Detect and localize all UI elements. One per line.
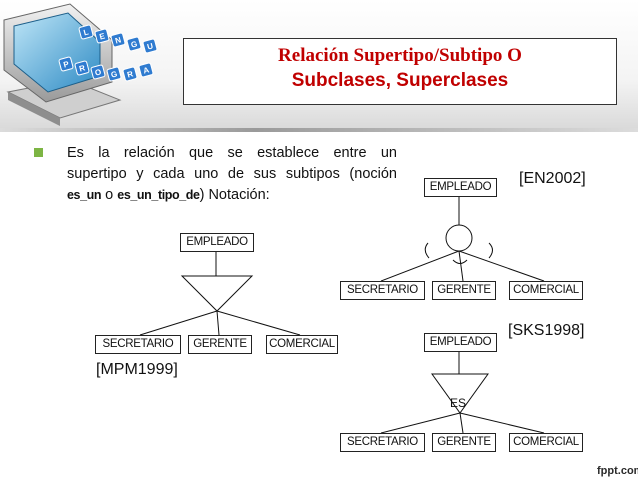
logo-letter: R	[78, 63, 86, 73]
logo-letter: N	[114, 35, 122, 45]
bullet-icon	[34, 148, 43, 157]
en-supertype-box: EMPLEADO	[424, 178, 497, 197]
ref-en2002: [EN2002]	[519, 170, 586, 187]
body-text-line-1: Es la relación que se establece entre un	[67, 145, 397, 161]
logo-letter: G	[110, 69, 118, 79]
mpm-subtype-box: GERENTE	[188, 335, 252, 354]
logo-letter: E	[98, 31, 106, 41]
ref-sks1998: [SKS1998]	[508, 322, 585, 339]
sks-subtype-box: COMERCIAL	[509, 433, 583, 452]
title-line-2: Subclases, Superclases	[291, 70, 509, 91]
es-label: ES	[450, 396, 467, 410]
logo-letter-tiles	[58, 24, 158, 82]
logo-letter: U	[146, 41, 154, 51]
footer-brand: fppt.com	[597, 465, 638, 477]
logo-letter: L	[83, 27, 90, 37]
term-es-un: es_un	[67, 188, 102, 202]
mpm-subtype-box: COMERCIAL	[266, 335, 338, 354]
mpm-supertype-box: EMPLEADO	[180, 233, 254, 252]
body-text-line-3: es_un o es_un_tipo_de) Notación:	[67, 187, 270, 203]
en-subtype-box: COMERCIAL	[509, 281, 583, 300]
en-subtype-box: GERENTE	[432, 281, 496, 300]
sks-supertype-box: EMPLEADO	[424, 333, 497, 352]
logo-letter: O	[94, 67, 102, 77]
mpm-subtype-box: SECRETARIO	[95, 335, 181, 354]
en-subtype-box: SECRETARIO	[340, 281, 425, 300]
notation-text: ) Notación:	[199, 187, 270, 203]
term-es-un-tipo-de: es_un_tipo_de	[117, 188, 200, 202]
title-line-1: Relación Supertipo/Subtipo O	[278, 45, 522, 66]
body-text-line-2: supertipo y cada uno de sus subtipos (no…	[67, 166, 397, 182]
header-divider	[0, 128, 638, 132]
logo-letter: A	[142, 65, 150, 75]
connector-text: o	[101, 187, 118, 203]
title-box: Relación Supertipo/Subtipo O Subclases, …	[183, 38, 617, 105]
logo-letter: P	[62, 59, 70, 69]
sks-subtype-box: GERENTE	[432, 433, 496, 452]
logo-letter: R	[126, 69, 134, 79]
ref-mpm1999: [MPM1999]	[96, 361, 178, 378]
computer-logo-icon: L E N G U P R O G R A	[3, 3, 158, 126]
sks-subtype-box: SECRETARIO	[340, 433, 425, 452]
logo-letter: G	[130, 39, 138, 49]
